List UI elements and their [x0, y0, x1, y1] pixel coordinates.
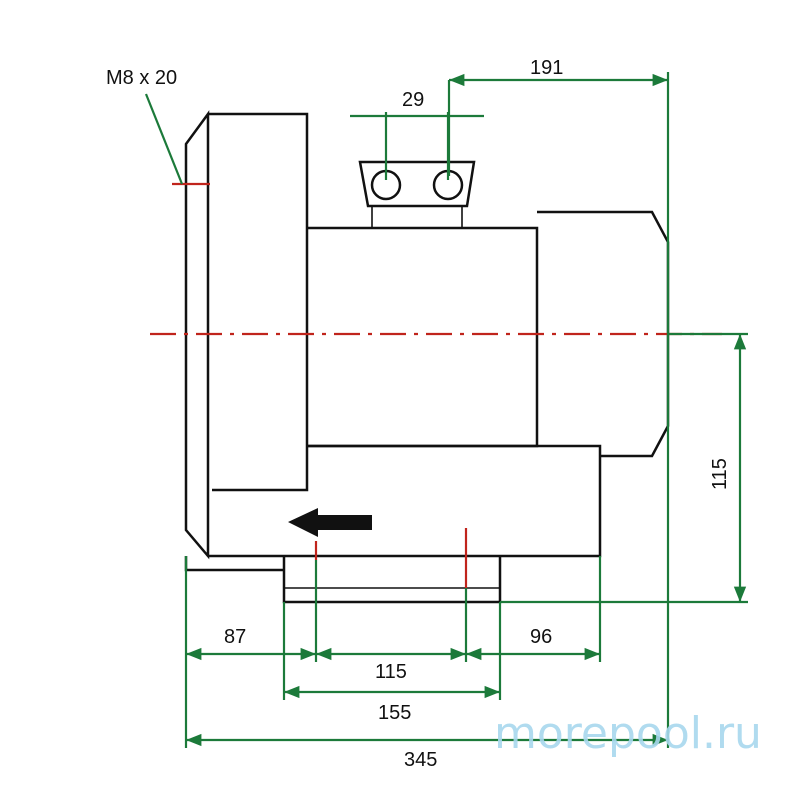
dim-115-height-label: 115 [709, 458, 731, 490]
impeller-housing [208, 112, 309, 492]
dim-87-label: 87 [224, 626, 246, 648]
lower-housing [208, 444, 602, 558]
dim-155-label: 155 [378, 702, 411, 724]
thread-label: M8 x 20 [106, 67, 177, 89]
watermark: morepool.ru [494, 708, 762, 759]
blower-outline [184, 110, 670, 604]
thread-leader [144, 93, 184, 185]
dim-115-holes-label: 115 [375, 661, 407, 683]
base-foot [184, 556, 502, 604]
terminal-box [358, 160, 476, 208]
dimension-lines [144, 72, 748, 748]
dim-345-label: 345 [404, 749, 437, 771]
center-lines [150, 182, 722, 588]
dim-29-label: 29 [402, 89, 424, 111]
dim-191-label: 191 [530, 57, 563, 79]
dimension-labels: M8 x 20 191 29 115 87 115 96 155 345 [106, 57, 731, 771]
flow-arrow-icon [288, 508, 372, 537]
terminal-box-neck [371, 206, 463, 228]
motor-end-cap [537, 210, 670, 458]
dim-96-label: 96 [530, 626, 552, 648]
motor-body [307, 226, 539, 448]
